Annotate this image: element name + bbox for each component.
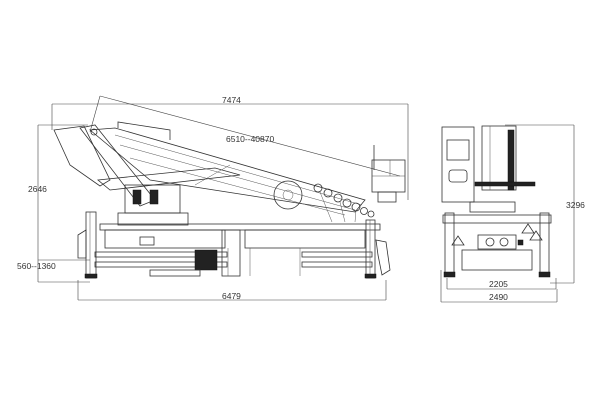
stowed-height-label: 2646: [28, 184, 47, 194]
chassis: [94, 223, 381, 277]
overall-width-label: 2490: [489, 292, 508, 302]
dimension-span: 6479: [77, 280, 387, 301]
dimension-track-width: 2205: [446, 278, 557, 290]
dimension-overall-height: 3296: [505, 124, 585, 284]
working-range-label: 6510--40870: [226, 134, 274, 144]
boom-links: [313, 183, 375, 223]
work-basket: [371, 145, 406, 203]
boom-head: [481, 125, 517, 191]
overall-length-label: 7474: [222, 95, 241, 105]
dimension-overall-length: 7474: [51, 95, 409, 200]
boom: [53, 121, 375, 226]
slew-wheel: [273, 180, 303, 210]
front-view: 3296 2205 2490: [440, 124, 585, 303]
dimension-outrigger-stroke: 560--1360: [17, 259, 90, 271]
outrigger-stroke-label: 560--1360: [17, 261, 56, 271]
dimension-stowed-height: 2646: [28, 124, 90, 283]
track-width-label: 2205: [489, 279, 508, 289]
control-cabinet: [441, 126, 475, 203]
dimension-working-range: 6510--40870: [89, 95, 401, 177]
side-view: 7474 6510--40870 2646 560--1360 6479: [17, 95, 409, 301]
span-label: 6479: [222, 291, 241, 301]
dimension-overall-width: 2490: [440, 270, 558, 303]
outriggers: [77, 211, 391, 279]
overall-height-label: 3296: [566, 200, 585, 210]
